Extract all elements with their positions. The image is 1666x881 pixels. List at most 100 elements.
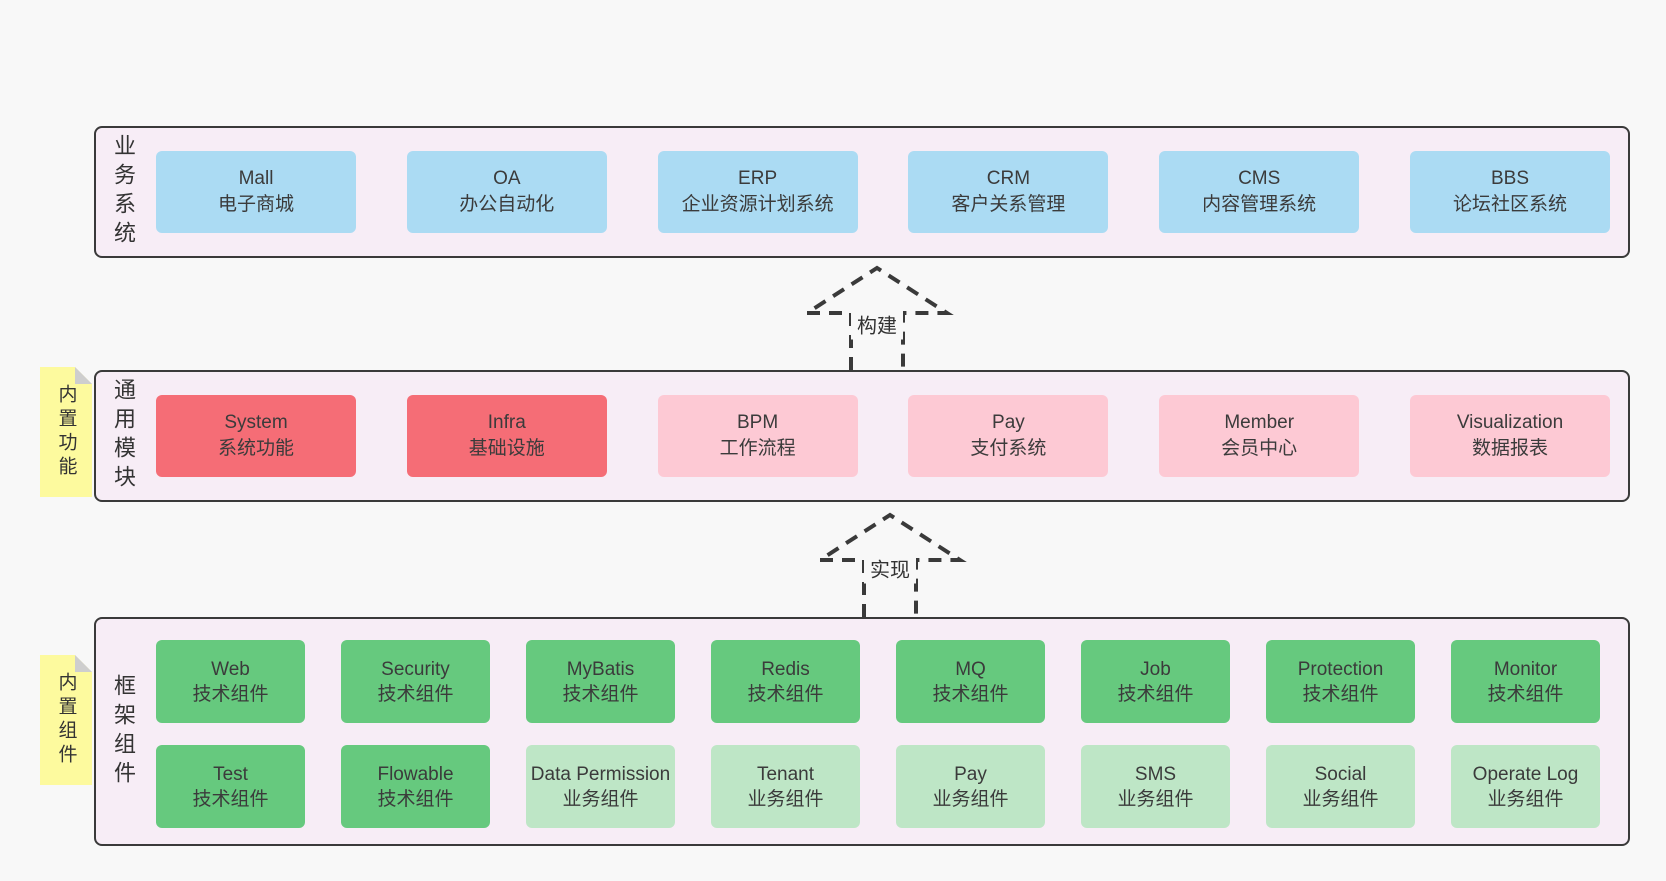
box-title: Test — [213, 763, 248, 785]
box-subtitle: 业务组件 — [1302, 788, 1379, 810]
box-member: Member 会员中心 — [1159, 395, 1360, 477]
box-erp: ERP 企业资源计划系统 — [657, 151, 858, 233]
box-subtitle: 工作流程 — [719, 438, 796, 459]
box-subtitle: 业务组件 — [562, 788, 639, 810]
box-subtitle: 技术组件 — [192, 788, 269, 810]
box-redis: Redis 技术组件 — [711, 640, 860, 723]
box-title: Visualization — [1456, 412, 1564, 433]
box-title: Redis — [761, 658, 810, 680]
box-title: BPM — [737, 412, 779, 433]
box-title: OA — [493, 168, 521, 189]
box-subtitle: 技术组件 — [1117, 683, 1194, 705]
box-social: Social 业务组件 — [1266, 745, 1415, 828]
box-title: Data Permission — [530, 763, 671, 785]
box-title: Operate Log — [1472, 763, 1579, 785]
box-subtitle: 系统功能 — [217, 438, 294, 459]
box-title: Security — [381, 658, 450, 680]
box-subtitle: 办公自动化 — [459, 194, 555, 215]
box-pay-module: Pay 支付系统 — [908, 395, 1109, 477]
box-subtitle: 内容管理系统 — [1202, 194, 1317, 215]
business-boxes-row: Mall 电子商城 OA 办公自动化 ERP 企业资源计划系统 CRM 客户关系… — [156, 151, 1610, 233]
box-title: Tenant — [756, 763, 815, 785]
box-subtitle: 技术组件 — [562, 683, 639, 705]
box-tenant: Tenant 业务组件 — [711, 745, 860, 828]
box-subtitle: 数据报表 — [1471, 438, 1548, 459]
box-title: Pay — [954, 763, 987, 785]
box-subtitle: 会员中心 — [1221, 438, 1298, 459]
arrow-build-label: 构建 — [851, 308, 903, 340]
biz-components-row: Test 技术组件 Flowable 技术组件 Data Permission … — [156, 745, 1600, 828]
box-title: MyBatis — [566, 658, 635, 680]
panel-modules-label: 通用模块 — [111, 378, 136, 494]
box-security: Security 技术组件 — [341, 640, 490, 723]
box-subtitle: 业务组件 — [1117, 788, 1194, 810]
box-title: Member — [1224, 412, 1295, 433]
box-title: Protection — [1297, 658, 1384, 680]
box-title: CMS — [1238, 168, 1281, 189]
box-crm: CRM 客户关系管理 — [908, 151, 1109, 233]
box-title: Flowable — [377, 763, 454, 785]
box-subtitle: 企业资源计划系统 — [681, 194, 834, 215]
box-test: Test 技术组件 — [156, 745, 305, 828]
box-bpm: BPM 工作流程 — [657, 395, 858, 477]
box-subtitle: 技术组件 — [747, 683, 824, 705]
box-cms: CMS 内容管理系统 — [1159, 151, 1360, 233]
box-subtitle: 技术组件 — [192, 683, 269, 705]
box-subtitle: 技术组件 — [377, 788, 454, 810]
panel-components-label: 框架组件 — [111, 673, 136, 790]
box-title: SMS — [1134, 763, 1177, 785]
box-subtitle: 业务组件 — [747, 788, 824, 810]
panel-framework-components: 框架组件 Web 技术组件 Security 技术组件 MyBatis 技术组件… — [94, 617, 1630, 846]
modules-boxes-row: System 系统功能 Infra 基础设施 BPM 工作流程 Pay 支付系统… — [156, 395, 1610, 477]
tech-components-row: Web 技术组件 Security 技术组件 MyBatis 技术组件 Redi… — [156, 640, 1600, 723]
box-title: Monitor — [1493, 658, 1558, 680]
panel-common-modules: 通用模块 System 系统功能 Infra 基础设施 BPM 工作流程 Pay… — [94, 370, 1630, 502]
box-subtitle: 技术组件 — [377, 683, 454, 705]
arrow-implement-label: 实现 — [864, 552, 916, 584]
box-title: MQ — [955, 658, 986, 680]
box-mq: MQ 技术组件 — [896, 640, 1045, 723]
box-web: Web 技术组件 — [156, 640, 305, 723]
box-subtitle: 业务组件 — [932, 788, 1009, 810]
box-oa: OA 办公自动化 — [406, 151, 607, 233]
box-subtitle: 客户关系管理 — [951, 194, 1066, 215]
panel-business-label: 业务系统 — [111, 134, 136, 250]
box-infra: Infra 基础设施 — [406, 395, 607, 477]
box-bbs: BBS 论坛社区系统 — [1409, 151, 1610, 233]
box-pay-component: Pay 业务组件 — [896, 745, 1045, 828]
box-title: Web — [211, 658, 250, 680]
sticky-built-in-features: 内置功能 — [40, 367, 92, 497]
box-title: Infra — [487, 412, 526, 433]
box-subtitle: 电子商城 — [217, 194, 294, 215]
box-sms: SMS 业务组件 — [1081, 745, 1230, 828]
box-subtitle: 技术组件 — [1487, 683, 1564, 705]
box-protection: Protection 技术组件 — [1266, 640, 1415, 723]
box-title: Job — [1140, 658, 1171, 680]
box-title: ERP — [738, 168, 778, 189]
box-job: Job 技术组件 — [1081, 640, 1230, 723]
box-subtitle: 技术组件 — [932, 683, 1009, 705]
panel-business-systems: 业务系统 Mall 电子商城 OA 办公自动化 ERP 企业资源计划系统 CRM… — [94, 126, 1630, 258]
box-mybatis: MyBatis 技术组件 — [526, 640, 675, 723]
box-subtitle: 基础设施 — [468, 438, 545, 459]
box-mall: Mall 电子商城 — [156, 151, 356, 233]
box-flowable: Flowable 技术组件 — [341, 745, 490, 828]
fold-corner-icon — [75, 655, 92, 672]
box-title: Pay — [992, 412, 1025, 433]
box-subtitle: 技术组件 — [1302, 683, 1379, 705]
sticky-label: 内置功能 — [55, 384, 77, 480]
box-title: BBS — [1490, 168, 1529, 189]
sticky-built-in-components: 内置组件 — [40, 655, 92, 785]
box-title: System — [224, 412, 288, 433]
box-subtitle: 支付系统 — [970, 438, 1047, 459]
box-subtitle: 业务组件 — [1487, 788, 1564, 810]
box-operate-log: Operate Log 业务组件 — [1451, 745, 1600, 828]
box-title: CRM — [986, 168, 1031, 189]
box-system: System 系统功能 — [156, 395, 356, 477]
box-title: Mall — [238, 168, 274, 189]
box-subtitle: 论坛社区系统 — [1452, 194, 1567, 215]
box-visualization: Visualization 数据报表 — [1409, 395, 1610, 477]
box-title: Social — [1314, 763, 1367, 785]
fold-corner-icon — [75, 367, 92, 384]
